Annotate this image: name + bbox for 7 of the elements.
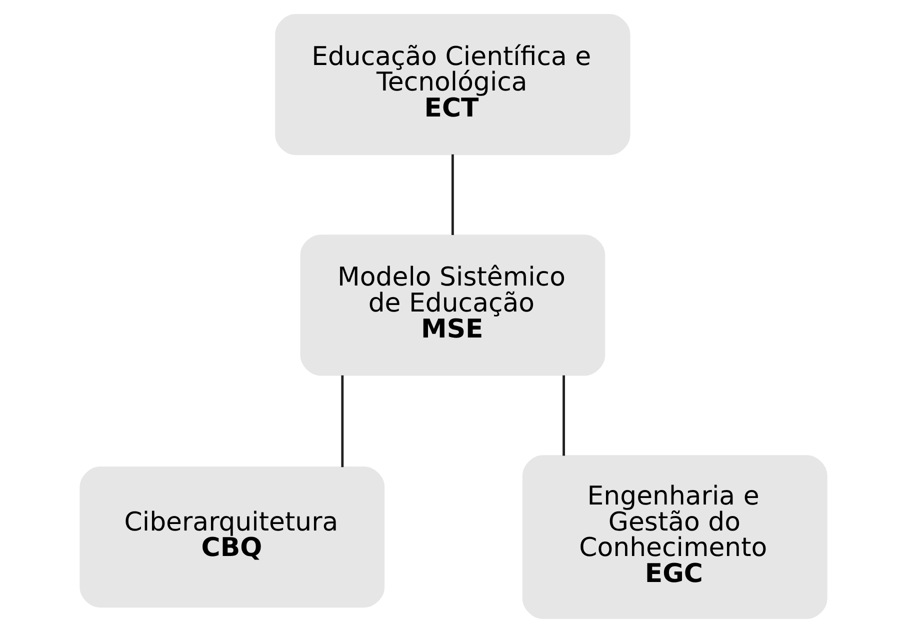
node-box: Ciberarquitetura CBQ bbox=[80, 466, 385, 608]
connector bbox=[562, 375, 565, 456]
node-box: Educação Científica e Tecnológica ECT bbox=[275, 14, 630, 156]
node-box: Engenharia e Gestão do Conhecimento EGC bbox=[522, 455, 828, 619]
connector bbox=[341, 375, 344, 468]
connector bbox=[451, 154, 454, 236]
node-box: Modelo Sistêmico de Educação MSE bbox=[300, 234, 606, 376]
